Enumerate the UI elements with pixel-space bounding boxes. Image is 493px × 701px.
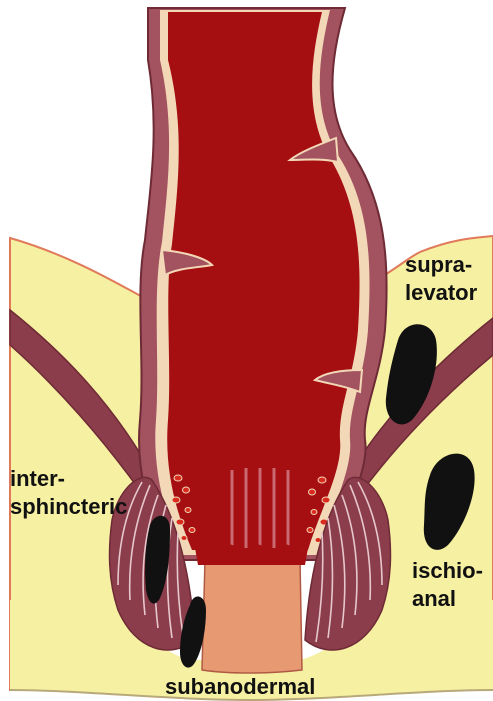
label-levator: levator xyxy=(405,280,478,305)
label-supra: supra- xyxy=(405,252,472,277)
anal-canal xyxy=(202,560,302,673)
label-ischio: ischio- xyxy=(412,558,483,583)
label-anal: anal xyxy=(412,586,456,611)
label-subanodermal: subanodermal xyxy=(165,674,315,699)
label-inter: inter- xyxy=(10,466,65,491)
label-sphincteric: sphincteric xyxy=(10,494,127,519)
